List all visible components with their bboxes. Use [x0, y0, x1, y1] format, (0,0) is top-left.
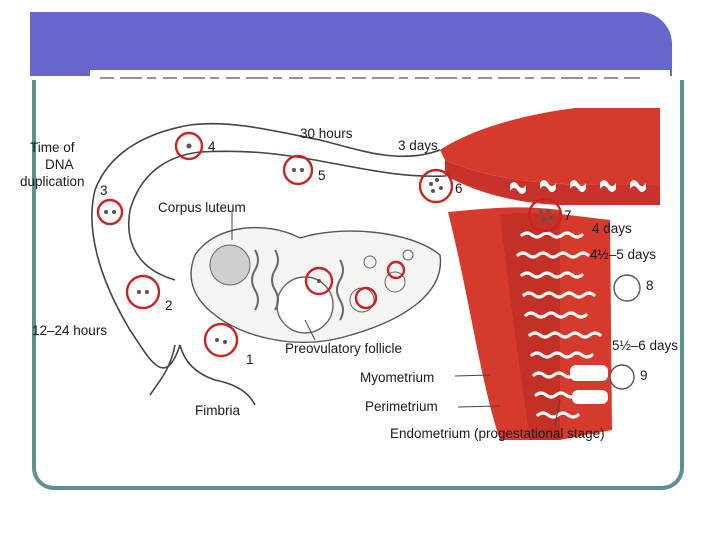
uterus-tissue: [440, 108, 660, 440]
ovulation-circle-b: [386, 260, 406, 280]
title-bar: [30, 12, 672, 76]
label-duplication: duplication: [20, 174, 85, 189]
stage-8-blastocyst: [613, 274, 641, 302]
label-fimbria: Fimbria: [195, 403, 240, 418]
leader-lines: [231, 212, 561, 426]
stage-3-circle: [96, 198, 124, 226]
stage-4-circle: [174, 131, 204, 161]
diagram-labels: Time of DNA duplication 30 hours 3 days …: [20, 126, 678, 441]
label-endometrium: Endometrium (progestational stage): [390, 426, 605, 441]
ovulation-circle-c: [354, 286, 378, 310]
label-5-6-days: 5½–6 days: [612, 338, 678, 353]
label-4-days: 4 days: [592, 221, 632, 236]
label-12-24-hours: 12–24 hours: [32, 323, 107, 338]
stage-5-circle: [282, 154, 314, 186]
label-30-hours: 30 hours: [300, 126, 353, 141]
label-4-5-days: 4½–5 days: [590, 247, 656, 262]
stage-number-9: 9: [640, 368, 648, 383]
label-perimetrium: Perimetrium: [365, 399, 438, 414]
stage-1-circle: [203, 322, 239, 358]
label-3-days: 3 days: [398, 138, 438, 153]
stage-6-circle: [418, 168, 454, 204]
stage-number-7: 7: [564, 208, 572, 223]
stage-number-6: 6: [455, 181, 463, 196]
label-preovulatory-follicle: Preovulatory follicle: [285, 341, 402, 356]
stage-number-3: 3: [100, 183, 108, 198]
stage-number-8: 8: [646, 278, 654, 293]
label-corpus-luteum: Corpus luteum: [158, 200, 246, 215]
stage-2-circle: [125, 274, 161, 310]
stage-number-1: 1: [246, 352, 254, 367]
stage-number-2: 2: [165, 298, 173, 313]
label-myometrium: Myometrium: [360, 370, 434, 385]
embryo-stage-markers: [96, 131, 563, 358]
ovulation-circle-a: [304, 266, 334, 296]
label-dna: DNA: [45, 157, 74, 172]
stage-number-5: 5: [318, 168, 326, 183]
stage-7-circle: [527, 197, 563, 233]
ovary: [190, 226, 442, 343]
label-time-of: Time of: [30, 140, 75, 155]
stage-9-blastocyst: [609, 364, 635, 390]
content-frame: [32, 80, 684, 490]
stage-number-4: 4: [208, 139, 216, 154]
